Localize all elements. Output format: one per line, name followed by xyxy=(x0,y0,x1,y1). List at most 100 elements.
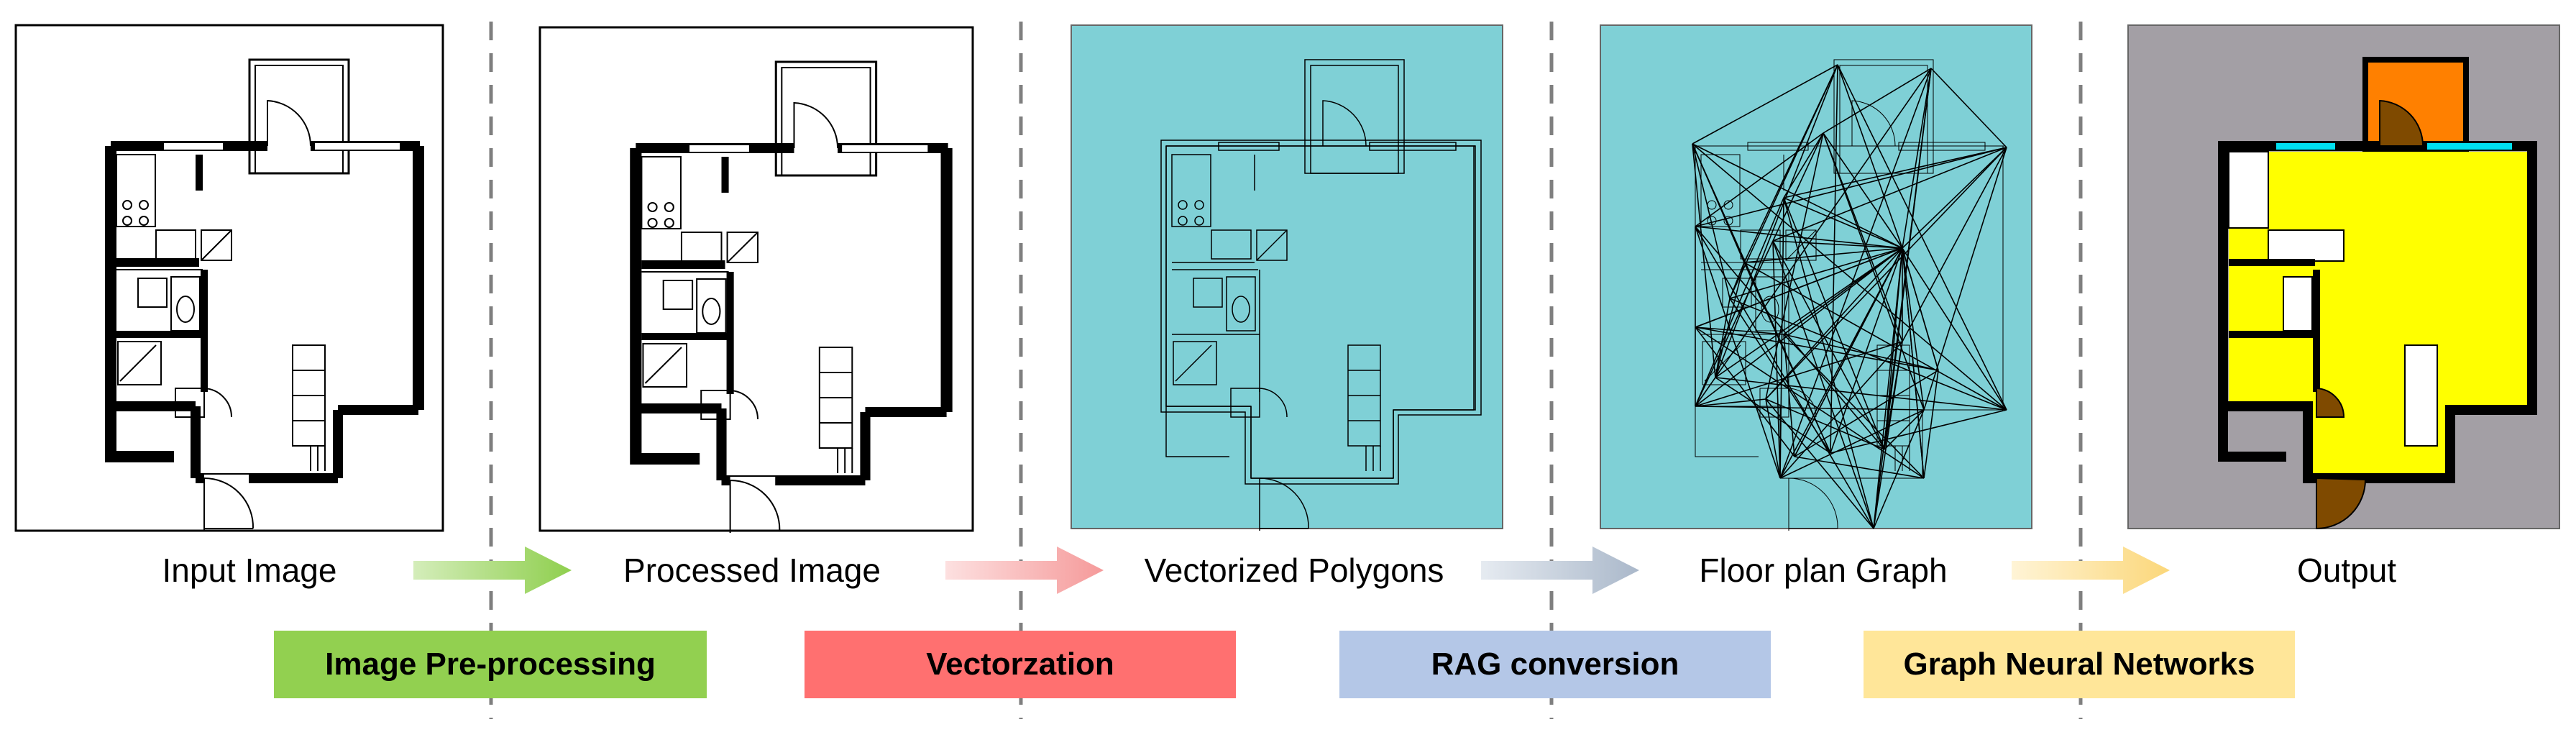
graph-edge xyxy=(1715,377,2007,411)
graph-edge xyxy=(1779,341,1903,479)
output-walls xyxy=(2218,141,2537,483)
graph-edge xyxy=(1902,147,2007,249)
stair-counter xyxy=(2404,344,2438,447)
graph-edge xyxy=(1695,68,1932,407)
graph-edge xyxy=(1794,247,1903,457)
graph-edge xyxy=(1695,326,1784,335)
floorplan-drawing xyxy=(630,60,953,533)
output-group xyxy=(2218,57,2537,530)
graph-edge xyxy=(1783,147,2007,198)
graph-edge xyxy=(1902,247,1925,479)
graph-edge xyxy=(1765,398,1885,450)
graph-edge xyxy=(1695,341,1903,407)
graph-edge xyxy=(1692,143,1903,249)
graph-edge xyxy=(1783,197,1903,249)
floorplan-input xyxy=(105,58,424,531)
kitchen-sink xyxy=(2268,229,2344,262)
output-corner-wall xyxy=(2218,406,2286,462)
graph-edge xyxy=(1873,409,1925,529)
graph-edge xyxy=(1783,197,1874,529)
graph-edge xyxy=(1830,409,2007,454)
separators xyxy=(489,22,2083,719)
graph-edge xyxy=(1765,132,1824,400)
panel-input-frame xyxy=(14,24,444,532)
graph-edge xyxy=(1765,247,1903,400)
graph-edge xyxy=(1715,298,1731,378)
graph-edge xyxy=(1772,147,2007,242)
graph-edge xyxy=(1830,64,1838,454)
output-inner-walls xyxy=(2229,259,2320,392)
stage-preprocessing: Image Pre-processing xyxy=(274,631,707,698)
graph-edge xyxy=(1923,370,1939,479)
graph-edge xyxy=(1695,147,2007,227)
graph-edge xyxy=(1794,370,1939,457)
graph-edge xyxy=(1772,240,1874,529)
graph-edge xyxy=(1695,398,1766,407)
graph-edge xyxy=(1715,262,1745,378)
graph-edge xyxy=(1902,247,2007,411)
panel-label-input: Input Image xyxy=(162,552,337,589)
graph-edge xyxy=(1779,197,1784,479)
graph-edge xyxy=(1902,247,1939,371)
arrow-1 xyxy=(413,547,572,594)
graph-edge xyxy=(1729,298,1831,454)
panel-label-output: Output xyxy=(2296,552,2397,589)
graph-edge xyxy=(1830,247,1903,454)
graph-edge xyxy=(1823,132,1903,342)
graph-edge xyxy=(1715,247,1903,378)
graph-edge xyxy=(1823,132,1925,411)
graph-edge xyxy=(1837,64,1903,249)
polygon-outline xyxy=(1160,140,1482,485)
stage-rag-conversion: RAG conversion xyxy=(1339,631,1771,698)
stage-vectorization: Vectorzation xyxy=(805,631,1236,698)
panel-processed-frame xyxy=(538,26,974,532)
graph-edge xyxy=(1692,143,2007,411)
panel-polygons-frame xyxy=(1071,24,1503,529)
graph-edge xyxy=(1873,247,1903,529)
arrow-2 xyxy=(945,547,1104,594)
floorplan-processed xyxy=(630,60,953,533)
graph-edge xyxy=(1729,64,1838,299)
graph-edge xyxy=(1695,226,1874,529)
output-door-entrance xyxy=(2316,477,2367,530)
graph-edge xyxy=(1715,377,1831,454)
graph-edge xyxy=(1783,334,1795,457)
graph-edge xyxy=(1743,247,1903,263)
arrow-3 xyxy=(1481,547,1639,594)
graph-edge xyxy=(1743,262,1831,454)
output-door-balcony xyxy=(2379,99,2424,147)
graph-edge xyxy=(1715,64,1838,378)
graph-edge xyxy=(1743,262,2007,411)
graph-edge xyxy=(1783,334,1925,479)
kitchen-counter xyxy=(2228,151,2269,229)
graph-edge xyxy=(1692,64,1838,145)
graph-edge xyxy=(1695,240,1774,407)
graph-edge xyxy=(1783,334,1939,371)
graph-edge xyxy=(1692,143,1731,299)
graph-edge xyxy=(1695,226,1781,479)
panel-label-graph: Floor plan Graph xyxy=(1699,552,1948,589)
graph-edge xyxy=(1695,226,1885,450)
graph-edge xyxy=(1779,409,1925,479)
output-window-1 xyxy=(2275,142,2337,151)
panel-label-processed: Processed Image xyxy=(623,552,881,589)
panel-graph-frame xyxy=(1600,24,2032,529)
output-window-2 xyxy=(2426,142,2513,151)
output-door-inner xyxy=(2316,387,2345,418)
graph-edge xyxy=(1772,240,1781,479)
graph-edge xyxy=(1837,64,2007,411)
graph-edge xyxy=(1902,68,1932,249)
graph-edge xyxy=(1695,132,1824,227)
graph-edge xyxy=(1695,247,1903,328)
graph-edge xyxy=(1765,147,2007,400)
graph-edge xyxy=(1930,68,2007,148)
graph-edge xyxy=(1873,341,1903,529)
graph-edge xyxy=(1923,147,2007,411)
graph-edge xyxy=(1772,240,1903,249)
graph-edge xyxy=(1902,247,1925,411)
graph-edge xyxy=(1772,240,1885,450)
graph-edge xyxy=(1772,132,1824,242)
graph-edge xyxy=(1823,68,1932,134)
